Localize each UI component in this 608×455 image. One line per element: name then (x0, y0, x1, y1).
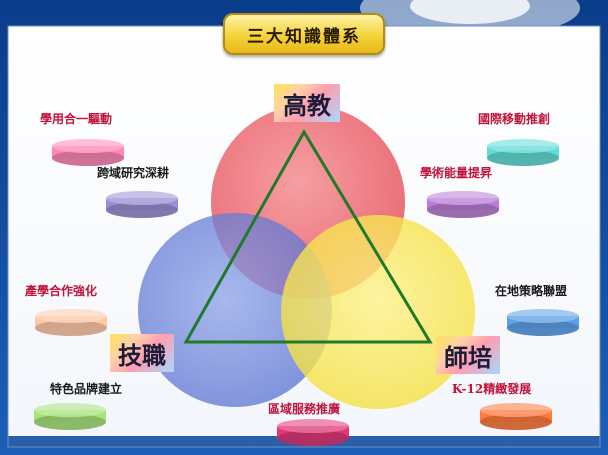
item-label-regional-service: 區域服務推廣 (268, 402, 341, 416)
circle-vocational (138, 213, 332, 407)
triangle-outline (183, 129, 433, 344)
disc-regional-service (277, 419, 349, 446)
disc-international (487, 139, 559, 166)
disc-learn-apply (52, 139, 124, 166)
item-label-international: 國際移動推創 (478, 112, 551, 126)
item-label-industry-coop: 產學合作強化 (25, 284, 98, 298)
disc-brand (34, 403, 106, 430)
item-label-local-alliance: 在地策略聯盟 (495, 284, 568, 298)
label-vocational: 技職 (110, 334, 174, 372)
item-label-k12: K-12精緻發展 (452, 382, 532, 396)
item-label-learn-apply: 學用合一驅動 (40, 112, 113, 126)
item-label-academic: 學術能量提昇 (420, 166, 493, 180)
label-teacher-training: 師培 (436, 336, 500, 374)
diagram-title: 三大知識體系 (223, 13, 385, 55)
label-higher-education: 高教 (274, 84, 340, 122)
disc-cross-research (106, 191, 178, 218)
disc-local-alliance (507, 309, 579, 336)
item-label-brand: 特色品牌建立 (50, 382, 123, 396)
circle-teacher-training (281, 215, 475, 409)
disc-k12 (480, 403, 552, 430)
item-label-cross-research: 跨域研究深耕 (97, 166, 170, 180)
disc-industry-coop (35, 309, 107, 336)
disc-academic (427, 191, 499, 218)
